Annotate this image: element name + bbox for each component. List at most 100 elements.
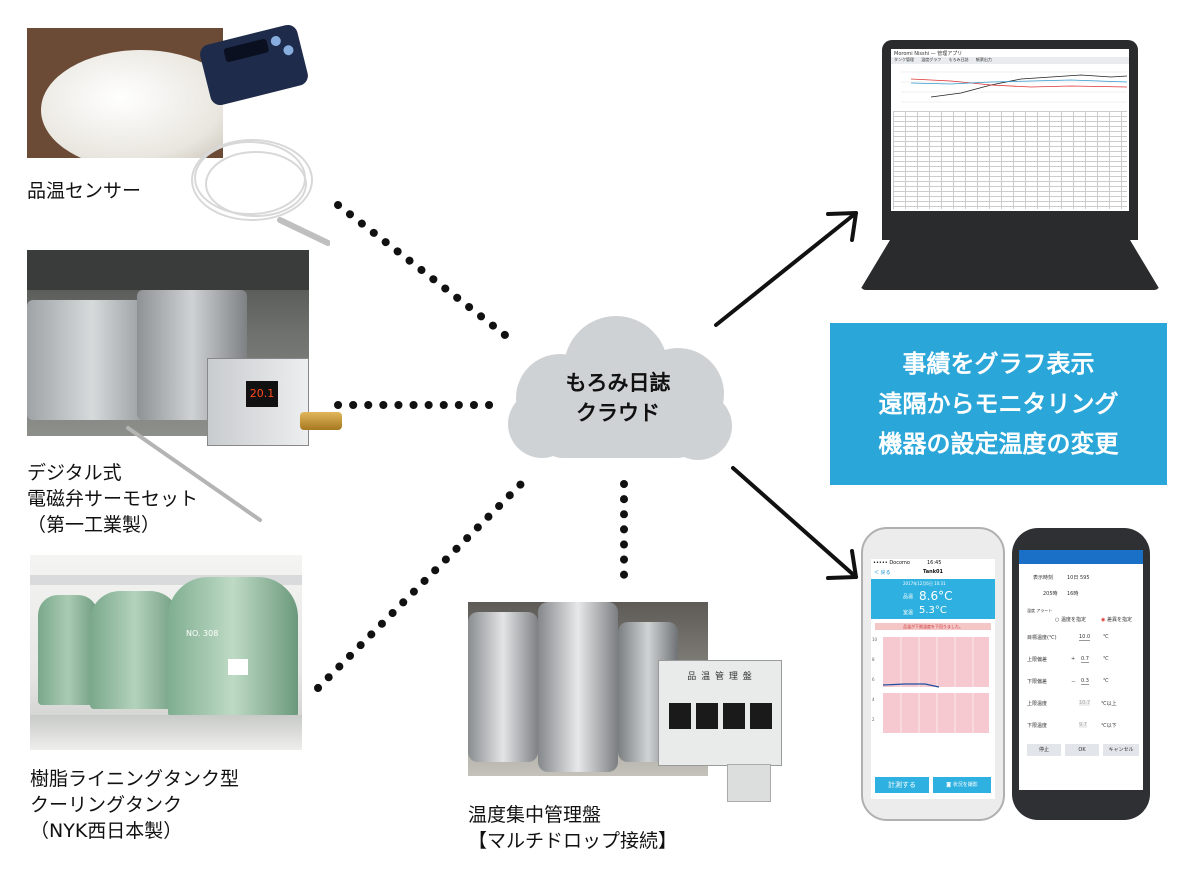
tank-photo: NO. 308 [30,555,302,750]
p2-ok-button[interactable]: OK [1065,744,1099,756]
tank-1 [38,595,98,705]
p1-photo-button[interactable]: ◙ 状況を撮影 [933,777,991,793]
p2-stop-button[interactable]: 停止 [1027,744,1061,756]
p2-setting-unit: ℃以上 [1101,701,1117,707]
p2-radio-1-label: 温度を指定 [1060,617,1086,623]
p2-setting-sign: + [1071,656,1076,662]
p2-setting-unit: ℃ [1103,634,1109,640]
cloud: もろみ日誌 クラウド [498,302,738,462]
p1-clock: 16:45 [927,560,942,566]
valve-label-line2: 電磁弁サーモセット [27,488,199,510]
banner-line3: 機器の設定温度の変更 [878,430,1119,458]
p2-setting-unit: ℃ [1103,656,1109,662]
arrow-to-phones-head [826,549,858,580]
p2-setting-input[interactable]: 0.7 [1081,656,1089,663]
sensor-photo [27,28,223,158]
tank-label-line1: 樹脂ライニングタンク型 [30,768,240,790]
p1-measure-button[interactable]: 計測する [875,777,929,793]
cloud-title-line2: クラウド [576,401,660,425]
sensor-cable [191,139,330,246]
laptop-base [860,240,1160,290]
p2-row-1-label: 表示時刻 [1033,575,1054,581]
p1-alert: 品温が下限温度を下回りました。 [875,623,991,630]
p1-back-button[interactable]: ＜ 戻る [874,570,891,576]
p2-setting-label: 上限温度 [1027,701,1048,707]
valve-label-line1: デジタル式 [27,462,122,484]
phone-settings: 表示時刻 10日 595 205時 16時 温度 アラート ○ 温度を指定 ◉ … [1012,528,1150,820]
p1-y-tick-4: 4 [872,697,875,702]
p2-setting-input[interactable]: 0.3 [1081,678,1089,685]
panel-label: 温度集中管理盤 【マルチドロップ接続】 [468,802,677,854]
valve-label: デジタル式 電磁弁サーモセット （第一工業製） [27,460,198,538]
valve-label-line3: （第一工業製） [27,514,161,536]
p1-temp-card: 2017年12月6日 10:31 品温 8.6°C 室温 5.3°C [871,579,995,619]
p2-setting-unit: ℃以下 [1101,723,1117,729]
tank-code: NO. 308 [186,629,219,638]
laptop: Moromi Nisshi — 管理アプリ タンク管理 温度グラフ もろみ日誌 … [860,40,1160,292]
p1-y-tick-3: 6 [872,677,875,682]
laptop-tab-4[interactable]: 帳票出力 [975,57,992,62]
banner-line1: 事績をグラフ表示 [902,350,1095,378]
p1-room-label: 室温 [903,610,914,616]
p2-setting-label: 下限偏差 [1027,679,1048,685]
management-panel: 品 温 管 理 盤 [658,660,782,766]
laptop-data-table [893,111,1127,209]
p1-photo-button-label: 状況を撮影 [952,782,978,788]
p1-title: Tank01 [923,569,943,575]
panel-title: 品 温 管 理 盤 [687,672,753,682]
p2-radio-1[interactable]: ○ 温度を指定 [1055,617,1086,623]
p2-row-1-value: 10日 595 [1067,575,1090,581]
p1-date: 2017年12月6日 10:31 [903,581,946,586]
arrow-to-laptop [714,211,858,327]
p1-y-tick-1: 10 [872,637,878,642]
valve-probe [126,426,262,522]
p2-setting-label: 上限偏差 [1027,657,1048,663]
laptop-window-title: Moromi Nisshi — 管理アプリ [894,51,963,57]
p2-cancel-button[interactable]: キャンセル [1103,744,1139,756]
cloud-title-line1: もろみ日誌 [565,371,671,395]
p1-room-value: 5.3°C [919,605,947,616]
tank-label-line3: （NYK西日本製） [30,820,183,842]
sensor-dotted-line [334,201,509,339]
p2-row-2-value: 16時 [1067,591,1079,597]
p2-setting-label: 下限温度 [1027,723,1048,729]
sensor-label: 品温センサー [27,180,142,202]
p1-hinon-label: 品温 [903,594,914,600]
valve-fitting [300,412,342,430]
banner-line2: 遠隔からモニタリング [878,390,1119,418]
laptop-tab-1[interactable]: タンク管理 [894,57,914,62]
p2-radio-2[interactable]: ◉ 差異を指定 [1101,617,1132,623]
p2-alert-label: 温度 アラート [1027,608,1053,613]
p2-radio-2-label: 差異を指定 [1106,617,1132,623]
p2-setting-input[interactable]: 10.7 [1079,700,1091,706]
panel-label-line1: 温度集中管理盤 [468,804,602,826]
phone-monitor: ••••• Docomo 16:45 ＜ 戻る Tank01 2017年12月6… [861,527,1005,821]
p2-header [1019,550,1143,564]
laptop-tab-2[interactable]: 温度グラフ [921,57,942,62]
feature-banner: 事績をグラフ表示 遠隔からモニタリング 機器の設定温度の変更 [830,323,1167,485]
laptop-tab-3[interactable]: もろみ日誌 [948,57,969,62]
p2-setting-sign: － [1071,679,1077,685]
p1-carrier: ••••• Docomo [873,560,910,566]
arrow-to-laptop-head [826,211,858,242]
p2-row-2-label: 205時 [1043,591,1058,597]
p1-statusbar: ••••• Docomo 16:45 [871,559,995,566]
laptop-app-window: Moromi Nisshi — 管理アプリ タンク管理 温度グラフ もろみ日誌 … [891,49,1129,211]
thermo-box: 20.1 [207,358,309,446]
tank-3: NO. 308 [168,577,298,717]
tank-2 [90,591,180,709]
p1-hinon-value: 8.6°C [919,589,953,603]
p2-setting-input[interactable]: 9.7 [1079,722,1087,728]
laptop-tab-bar: タンク管理 温度グラフ もろみ日誌 帳票出力 [891,57,1129,64]
cloud-shape [508,316,732,460]
tank-label: 樹脂ライニングタンク型 クーリングタンク （NYK西日本製） [30,766,239,844]
p2-setting-input[interactable]: 10.0 [1079,634,1091,641]
camera-icon: ◙ [946,782,952,788]
p1-y-tick-5: 2 [872,717,875,722]
thermo-display: 20.1 [246,381,278,407]
sensor-display [223,38,270,63]
tank-label-line2: クーリングタンク [30,794,183,816]
p1-temp-graph [875,635,991,735]
laptop-graph [901,71,1128,103]
